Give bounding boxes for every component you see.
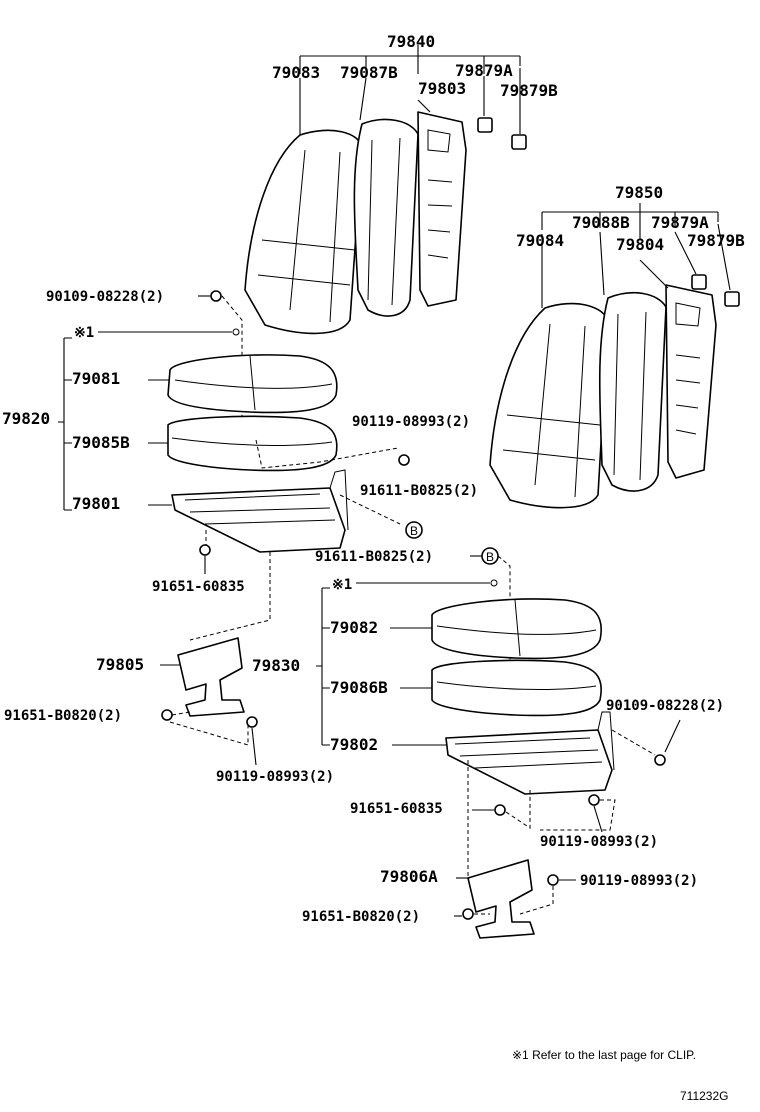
bolt-90119-3-icon: [588, 794, 600, 806]
label-91651-b0820: 91651-B0820(2): [4, 708, 123, 724]
label-79805: 79805: [96, 655, 145, 674]
cushion-cover-79086b: [431, 659, 602, 717]
label-79830: 79830: [252, 656, 301, 675]
clip-point-1: [232, 328, 240, 336]
label-90119-08993-3: 90119-08993(2): [540, 834, 659, 850]
label-91651-60835-2: 91651-60835: [350, 801, 443, 817]
label-91651-b0820-2: 91651-B0820(2): [302, 909, 421, 925]
bolt-90109-2-icon: [654, 754, 666, 766]
label-79082: 79082: [330, 618, 379, 637]
group-bracket-79840: [299, 45, 521, 74]
label-clip-ref-2: ※1: [332, 577, 353, 593]
label-90119-08993: 90119-08993(2): [352, 414, 471, 430]
bolt-91651-b0820-2-icon: [462, 908, 474, 920]
seatback-frame-79804: [665, 284, 717, 479]
cushion-frame-79801: [171, 469, 349, 553]
label-79803: 79803: [418, 79, 467, 98]
bolt-90119-4-icon: [547, 874, 559, 886]
label-90109-08228-2: 90109-08228(2): [606, 698, 725, 714]
bolt-91651-2-icon: [494, 804, 506, 816]
label-79081: 79081: [72, 369, 121, 388]
label-clip-ref-1: ※1: [74, 325, 95, 341]
seatback-frame-79803: [417, 111, 467, 307]
bolt-91651-icon: [199, 544, 211, 556]
seat-cushion-79082: [431, 598, 602, 660]
label-79086b: 79086B: [330, 678, 388, 697]
label-91611-b0825: 91611-B0825(2): [360, 483, 479, 499]
seatback-cover-79088b: [598, 291, 667, 492]
seatback-cover-79087b: [353, 118, 419, 317]
leg-bracket-79805: [177, 637, 245, 717]
label-79820: 79820: [2, 409, 51, 428]
figure-code: 711232G: [680, 1089, 729, 1103]
label-79084: 79084: [516, 231, 565, 250]
label-79083: 79083: [272, 63, 321, 82]
label-90119-08993-4: 90119-08993(2): [580, 873, 699, 889]
label-79085b: 79085B: [72, 433, 130, 452]
label-79804: 79804: [616, 235, 665, 254]
clip-79879a-icon: [477, 117, 493, 133]
label-79840: 79840: [387, 32, 436, 51]
clip-79879a-2-icon: [691, 274, 707, 290]
leg-bracket-79806a: [467, 859, 535, 939]
label-79806a: 79806A: [380, 867, 438, 886]
label-90119-08993-2: 90119-08993(2): [216, 769, 335, 785]
seat-cushion-79081: [167, 354, 338, 414]
marker-b-circle-1: [405, 521, 423, 539]
label-91611-b0825-2: 91611-B0825(2): [315, 549, 434, 565]
label-91651-60835: 91651-60835: [152, 579, 245, 595]
bolt-90109-icon: [210, 290, 222, 302]
label-90109-08228: 90109-08228(2): [46, 289, 165, 305]
clip-79879b-2-icon: [724, 291, 740, 307]
label-79087b: 79087B: [340, 63, 398, 82]
label-79802: 79802: [330, 735, 379, 754]
bolt-91651-b0820-icon: [161, 709, 173, 721]
seatback-79083: [244, 129, 363, 335]
cushion-cover-79085b: [167, 415, 338, 472]
label-79850: 79850: [615, 183, 664, 202]
seatback-79084: [489, 302, 609, 509]
footnote-clip-reference: ※1 Refer to the last page for CLIP.: [512, 1048, 696, 1062]
label-79088b: 79088B: [572, 213, 630, 232]
group-bracket-79850: [541, 203, 719, 240]
marker-b-2: B: [486, 550, 495, 564]
clip-point-2: [490, 579, 498, 587]
marker-b-1: B: [410, 524, 419, 538]
clip-79879b-icon: [511, 134, 527, 150]
label-79879b-2: 79879B: [687, 231, 745, 250]
label-79879a: 79879A: [455, 61, 513, 80]
label-79879b: 79879B: [500, 81, 558, 100]
label-79879a-2: 79879A: [651, 213, 709, 232]
bolt-90119-icon: [398, 454, 410, 466]
label-79801: 79801: [72, 494, 121, 513]
bolt-90119-2-icon: [246, 716, 258, 728]
cushion-frame-79802: [445, 711, 615, 795]
